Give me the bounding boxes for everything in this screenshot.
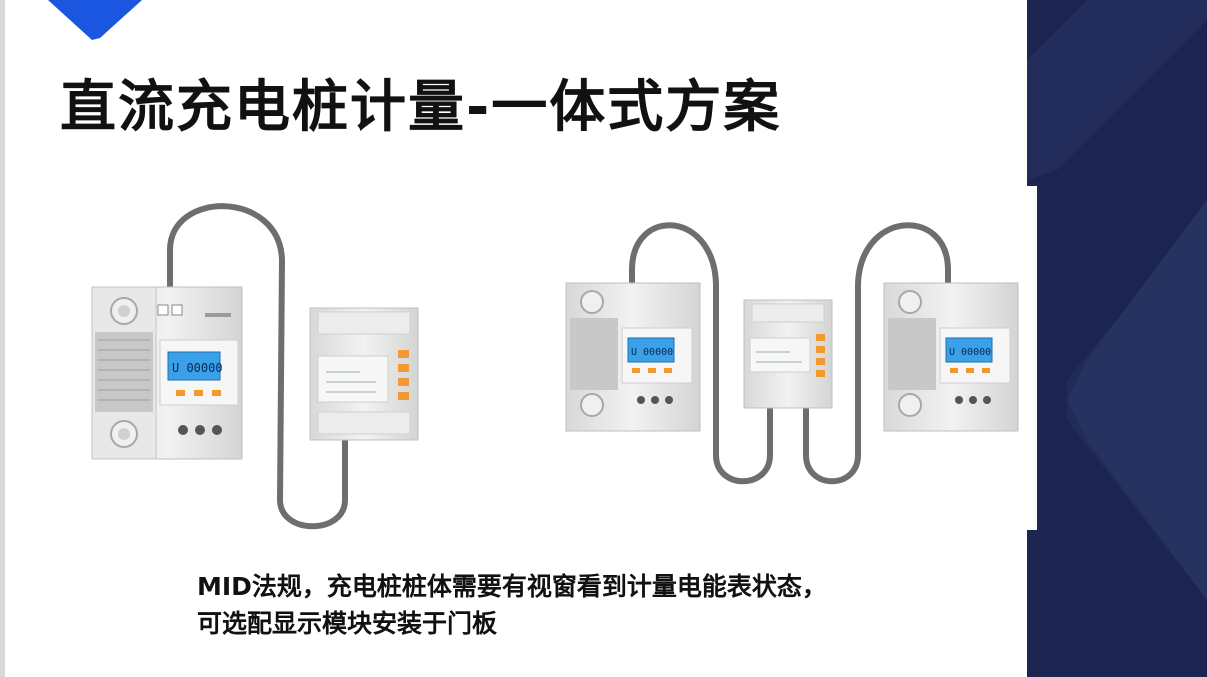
dc-energy-meter-b: U 00000 (883, 282, 1019, 432)
display-module-left (309, 307, 419, 441)
meter-diagram: U 00000 U 00000 (91, 203, 1019, 530)
svg-text:U 00000: U 00000 (631, 347, 673, 358)
corner-decoration (48, 0, 142, 40)
right-decor-panel (1027, 0, 1207, 677)
dc-energy-meter-left: U 00000 (91, 286, 243, 460)
caption-text: MID法规，充电桩桩体需要有视窗看到计量电能表状态， 可选配显示模块安装于门板 (197, 568, 827, 642)
slide-left-border (0, 0, 5, 677)
caption-line-1: MID法规，充电桩桩体需要有视窗看到计量电能表状态， (197, 572, 827, 601)
cable-center-b (803, 222, 951, 485)
slide-title: 直流充电桩计量-一体式方案 (60, 75, 782, 140)
svg-text:U 00000: U 00000 (949, 347, 991, 358)
cable-center-a (629, 222, 773, 485)
caption-line-2: 可选配显示模块安装于门板 (197, 609, 498, 638)
svg-text:U 00000: U 00000 (172, 361, 223, 375)
display-module-center (743, 299, 833, 409)
dc-energy-meter-a: U 00000 (565, 282, 701, 432)
cable-left (167, 203, 348, 530)
